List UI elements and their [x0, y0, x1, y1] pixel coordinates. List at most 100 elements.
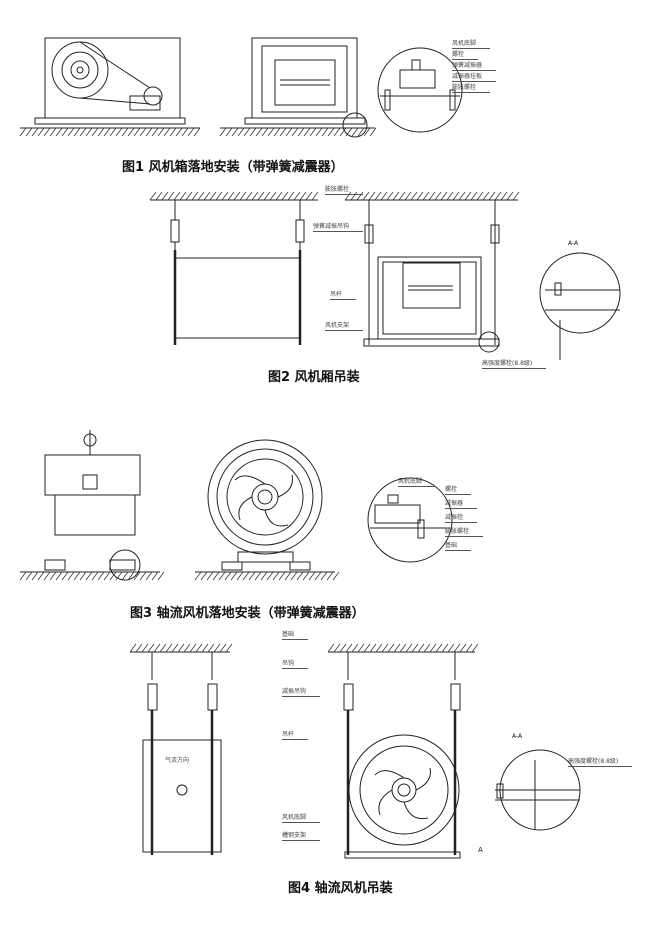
- hatch-line: [171, 643, 179, 653]
- hatch-line: [37, 571, 45, 581]
- label-bolt: 螺栓: [452, 51, 479, 60]
- hatch-line: [225, 127, 233, 137]
- hatch-line: [500, 191, 508, 201]
- hatch-line: [459, 643, 467, 653]
- hatch-line: [422, 191, 430, 201]
- hatch-line: [219, 127, 227, 137]
- hatch-line: [19, 127, 27, 137]
- hatch-line: [215, 191, 223, 201]
- hatch-line: [305, 191, 313, 201]
- hatch-line: [290, 571, 298, 581]
- hatch-line: [155, 191, 163, 201]
- section-label-a-a: A-A: [512, 733, 523, 740]
- hatch-line: [167, 191, 175, 201]
- hatch-line: [311, 191, 319, 201]
- hatch-line: [25, 127, 33, 137]
- label-hs-bolt: 高强度螺栓(8.8级): [568, 758, 633, 767]
- hatch-line: [201, 643, 209, 653]
- hatch-line: [398, 191, 406, 201]
- hatch-line: [183, 643, 191, 653]
- hatch-line: [127, 571, 135, 581]
- hatch-line: [245, 191, 253, 201]
- figure-3-caption: 图3 轴流风机落地安装（带弹簧减震器）: [130, 606, 365, 621]
- hatch-line: [471, 643, 479, 653]
- hatch-line: [97, 571, 105, 581]
- hatch-line: [19, 571, 27, 581]
- hatch-line: [332, 571, 340, 581]
- hatch-line: [145, 127, 153, 137]
- hatch-line: [49, 127, 57, 137]
- fig3-detail-circle: [367, 477, 453, 563]
- hatch-line: [464, 191, 472, 201]
- hatch-line: [363, 643, 371, 653]
- hatch-line: [266, 571, 274, 581]
- hatch-line: [302, 571, 310, 581]
- hatch-line: [73, 127, 81, 137]
- fig4-side-view: [130, 651, 230, 855]
- hatch-line: [281, 191, 289, 201]
- hatch-line: [179, 191, 187, 201]
- hatch-line: [314, 571, 322, 581]
- hatch-line: [488, 191, 496, 201]
- hatch-line: [339, 127, 347, 137]
- hatch-line: [284, 571, 292, 581]
- hatch-line: [37, 127, 45, 137]
- hatch-line: [91, 571, 99, 581]
- hatch-line: [55, 127, 63, 137]
- hatch-line: [494, 191, 502, 201]
- hatch-line: [351, 643, 359, 653]
- hatch-line: [242, 571, 250, 581]
- hatch-line: [465, 643, 473, 653]
- hatch-line: [55, 571, 63, 581]
- label-fan-bracket: 风机支架: [325, 322, 364, 331]
- hatch-line: [129, 643, 137, 653]
- hatch-line: [145, 571, 153, 581]
- hatch-line: [191, 191, 199, 201]
- hatch-line: [206, 571, 214, 581]
- label-fan-foot: 风机底脚: [282, 814, 321, 823]
- hatch-line: [197, 191, 205, 201]
- hatch-line: [248, 571, 256, 581]
- hatch-line: [399, 643, 407, 653]
- hatch-line: [357, 127, 365, 137]
- hatch-line: [189, 643, 197, 653]
- hatch-line: [260, 571, 268, 581]
- hatch-line: [297, 127, 305, 137]
- hatch-line: [326, 571, 334, 581]
- hatch-line: [230, 571, 238, 581]
- label-spring-hook: 弹簧减振吊钩: [313, 223, 364, 232]
- hatch-line: [203, 191, 211, 201]
- hatch-line: [275, 191, 283, 201]
- label-expansion-bolt: 膨胀螺栓: [445, 528, 484, 537]
- hatch-line: [109, 571, 117, 581]
- hatch-line: [368, 191, 376, 201]
- hatch-line: [133, 571, 141, 581]
- hatch-line: [369, 127, 377, 137]
- hatch-line: [239, 191, 247, 201]
- hatch-line: [103, 127, 111, 137]
- fig3-axial-fan-front-view: [195, 439, 335, 573]
- hatch-line: [374, 191, 382, 201]
- label-damper-bolt: 减振栓: [445, 514, 478, 523]
- hatch-line: [219, 643, 227, 653]
- hatch-line: [363, 127, 371, 137]
- hatch-line: [79, 127, 87, 137]
- hatch-line: [435, 643, 443, 653]
- hatch-line: [173, 191, 181, 201]
- section-marker-a: A: [478, 846, 483, 854]
- hatch-line: [159, 643, 167, 653]
- hatch-line: [273, 127, 281, 137]
- hatch-line: [169, 127, 177, 137]
- hatch-line: [410, 191, 418, 201]
- hatch-line: [393, 643, 401, 653]
- fig1-detail-circle: [377, 47, 463, 133]
- hatch-line: [257, 191, 265, 201]
- hatch-line: [345, 127, 353, 137]
- fig3-side-view: [20, 430, 160, 581]
- hatch-line: [446, 191, 454, 201]
- hatch-line: [309, 127, 317, 137]
- label-channel-bracket: 槽钢支架: [282, 832, 321, 841]
- label-damper-hook: 减振吊钩: [282, 688, 321, 697]
- hatch-line: [447, 643, 455, 653]
